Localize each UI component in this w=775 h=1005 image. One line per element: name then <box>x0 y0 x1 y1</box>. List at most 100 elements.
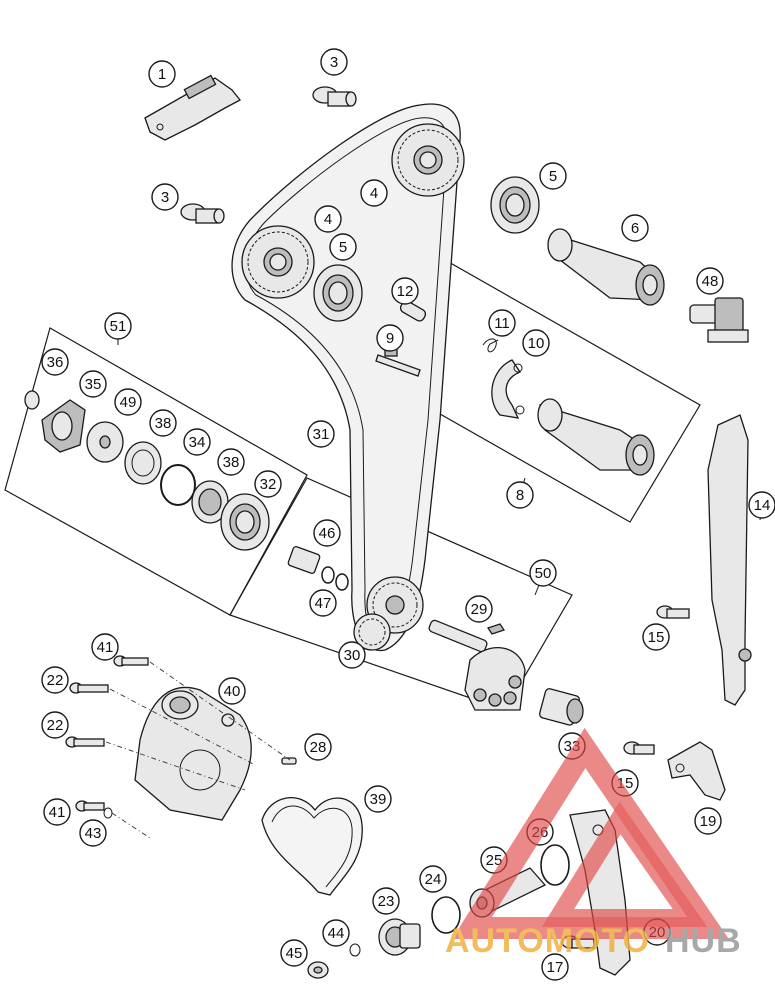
callout-28: 28 <box>304 733 332 761</box>
watermark-brand-part1: AUTOMOTO <box>445 922 650 960</box>
bolt-15-a <box>656 605 690 619</box>
callout-4b: 4 <box>314 205 342 233</box>
callout-29: 29 <box>465 595 493 623</box>
bushing-46 <box>287 546 321 574</box>
watermark-logo: AUTOMOTO HUB <box>445 727 742 960</box>
callout-number: 3 <box>330 54 338 71</box>
callout-number: 40 <box>224 683 241 700</box>
callout-12: 12 <box>391 277 419 305</box>
callout-3a: 3 <box>320 48 348 76</box>
locking-plate-1 <box>144 74 241 141</box>
callout-number: 6 <box>631 220 639 237</box>
chain-guide-14 <box>707 414 752 706</box>
callout-circle <box>280 939 308 967</box>
callout-circle <box>541 953 569 981</box>
callout-circle <box>114 388 142 416</box>
washer-49 <box>86 421 124 463</box>
callout-14: 14 <box>748 491 775 519</box>
callout-49: 49 <box>114 388 142 416</box>
callout-6: 6 <box>621 214 649 242</box>
callout-24: 24 <box>419 865 447 893</box>
callout-3b: 3 <box>151 183 179 211</box>
callout-circle <box>642 623 670 651</box>
callout-number: 38 <box>155 415 172 432</box>
callout-45: 45 <box>280 939 308 967</box>
callout-50: 50 <box>529 559 557 587</box>
plug-45 <box>307 961 329 979</box>
callout-circle <box>183 428 211 456</box>
gasket-39 <box>261 797 363 896</box>
callout-circle <box>148 60 176 88</box>
group-box-51 <box>4 327 308 616</box>
callout-number: 17 <box>547 959 564 976</box>
callout-19: 19 <box>694 807 722 835</box>
callout-30: 30 <box>338 641 366 669</box>
callout-circle <box>79 819 107 847</box>
callout-number: 35 <box>85 376 102 393</box>
callout-number: 24 <box>425 871 442 888</box>
callout-number: 4 <box>370 185 378 202</box>
callout-number: 48 <box>702 273 719 290</box>
callout-22b: 22 <box>41 711 69 739</box>
callout-48: 48 <box>696 267 724 295</box>
callout-number: 31 <box>313 426 330 443</box>
callout-circle <box>522 329 550 357</box>
callout-number: 39 <box>370 791 387 808</box>
callout-circle <box>254 470 282 498</box>
callout-5b: 5 <box>329 233 357 261</box>
callout-circle <box>41 711 69 739</box>
callout-number: 9 <box>386 330 394 347</box>
callout-number: 4 <box>324 211 332 228</box>
callout-9: 9 <box>376 324 404 352</box>
callout-23: 23 <box>372 887 400 915</box>
pin-12 <box>399 300 427 322</box>
callout-circle <box>41 348 69 376</box>
callout-44: 44 <box>322 919 350 947</box>
callout-number: 29 <box>471 601 488 618</box>
callout-circle <box>694 807 722 835</box>
shaft-50 <box>428 619 526 711</box>
bolt-3-upper <box>312 86 357 107</box>
cam-gear-upper <box>391 123 465 197</box>
bolt-22-b <box>65 736 105 748</box>
callout-circle <box>364 785 392 813</box>
callout-circle <box>309 589 337 617</box>
callout-circle <box>313 519 341 547</box>
key-29 <box>486 623 506 635</box>
callout-number: 23 <box>378 893 395 910</box>
watermark-brand-part2: HUB <box>665 922 742 960</box>
callout-circle <box>151 183 179 211</box>
callout-circle <box>322 919 350 947</box>
callout-1: 1 <box>148 60 176 88</box>
callout-number: 5 <box>549 168 557 185</box>
callout-number: 51 <box>110 318 127 335</box>
callout-number: 34 <box>189 434 206 451</box>
callout-number: 36 <box>47 354 64 371</box>
camshaft-6 <box>547 228 665 306</box>
callout-circle <box>314 205 342 233</box>
callout-circle <box>621 214 649 242</box>
callout-38a: 38 <box>149 409 177 437</box>
callout-5a: 5 <box>539 162 567 190</box>
callout-circle <box>376 324 404 352</box>
circlip-34 <box>160 464 196 506</box>
rings-47 <box>321 566 349 591</box>
bearing-5-upper <box>490 176 540 234</box>
callout-number: 30 <box>344 647 361 664</box>
callout-35: 35 <box>79 370 107 398</box>
callout-4a: 4 <box>360 179 388 207</box>
callout-number: 38 <box>223 454 240 471</box>
bolt-41-b <box>75 800 105 812</box>
callout-circle <box>218 677 246 705</box>
ring-44 <box>349 943 361 957</box>
tensioner-arm-19 <box>667 741 726 801</box>
callout-41a: 41 <box>91 633 119 661</box>
callout-40: 40 <box>218 677 246 705</box>
callout-number: 19 <box>700 813 717 830</box>
callout-number: 44 <box>328 925 345 942</box>
callout-circle <box>539 162 567 190</box>
callout-circle <box>104 312 132 340</box>
crank-sprocket-30 <box>353 576 424 651</box>
callout-number: 22 <box>47 717 64 734</box>
callout-10: 10 <box>522 329 550 357</box>
